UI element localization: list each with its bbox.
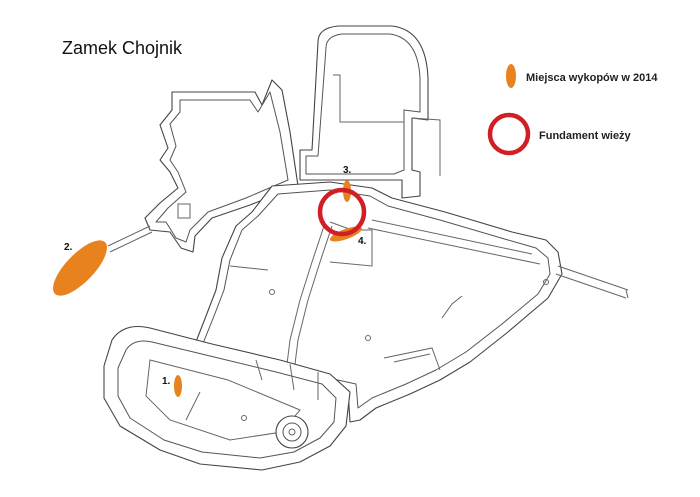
legend: Miejsca wykopów w 2014 Fundament wieży (487, 64, 658, 156)
excavation-site-2-icon (53, 240, 107, 296)
north-keep (299, 25, 441, 199)
excavation-site-1-icon (174, 375, 182, 397)
south-bailey (103, 325, 351, 471)
legend-excavation-label: Miejsca wykopów w 2014 (526, 72, 658, 84)
tower-foundation-ring (317, 187, 367, 237)
red-ring-icon (487, 112, 531, 156)
site-1-label: 1. (162, 376, 171, 387)
legend-tower-label: Fundament wieży (539, 130, 632, 142)
site-3-label: 3. (343, 165, 352, 176)
map-title: Zamek Chojnik (62, 38, 183, 58)
site-4-label: 4. (358, 236, 367, 247)
west-outer-wall (107, 79, 299, 253)
orange-ellipse-icon (506, 64, 516, 88)
site-2-label: 2. (64, 242, 73, 253)
